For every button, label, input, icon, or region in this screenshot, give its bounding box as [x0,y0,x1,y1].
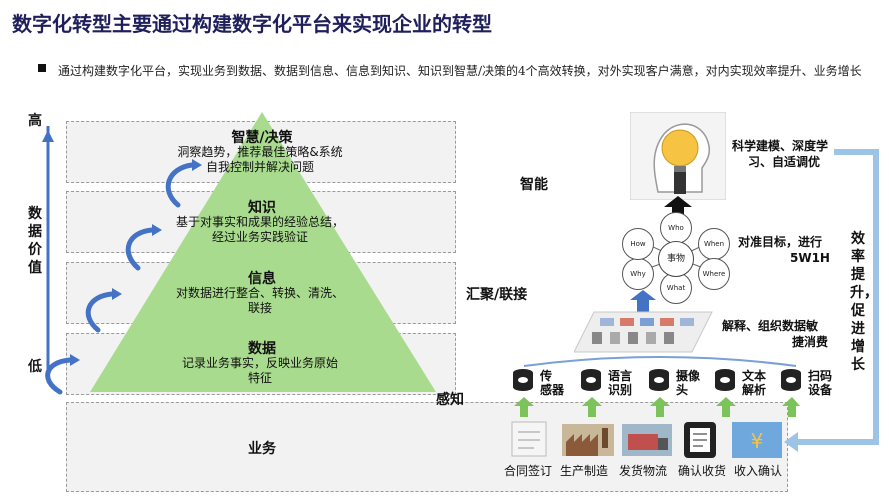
curve-arrowhead-1 [70,354,80,366]
source-camera-label-1: 摄像 [676,369,701,383]
factory-icon [562,424,614,456]
axis-arrowhead [42,130,54,142]
information-title: 信息 [248,271,276,287]
stage-sense-label: 感知 [436,392,464,408]
bullet-text: 通过构建数字化平台，实现业务到数据、数据到信息、信息到知识、知识到智慧/决策的4… [58,64,862,78]
database-icon [649,369,669,391]
axis-high-label: 高 [28,113,42,129]
green-arrow-5 [782,397,800,417]
logistics-icon [622,424,672,456]
source-scanner-label-1: 扫码 [808,369,833,383]
question-where: Where [698,258,730,290]
green-arrow-3 [650,397,670,417]
source-sensor-label-2: 感器 [540,383,565,397]
center-thing: 事物 [658,241,694,277]
data-title: 数据 [248,341,276,357]
database-icon [715,369,735,391]
source-speech-label-1: 语言 [608,369,633,383]
question-who: Who [660,212,692,244]
stage-aggregate-label: 汇聚/联接 [466,287,528,303]
explain-text-1: 解释、组织数据敏 [722,319,819,333]
source-speech [580,368,602,396]
model-text-2: 习、自适调优 [748,155,821,169]
lightbulb-icon [661,129,699,167]
feedback-arrow [784,149,879,452]
business-receipt-label: 确认收货 [677,464,726,478]
green-arrow-1 [514,397,534,417]
curve-arrow-3 [125,227,155,271]
source-text [714,368,736,396]
question-when: When [698,228,730,260]
source-camera-label-2: 头 [676,383,689,397]
source-to-platform-arrows [523,356,797,367]
target-text-2: 5W1H [790,251,830,265]
axis-value-label: 数据价值 [28,206,42,276]
income-icon: ¥ [732,422,782,458]
stage-smart-label: 智能 [520,177,548,193]
axis-low-label: 低 [28,359,42,375]
knowledge-desc-1: 基于对事实和成果的经验总结， [175,215,344,229]
source-sensor [512,368,534,396]
person-icon [674,172,686,194]
data-platform-illustration [574,311,713,353]
bullet-marker [38,64,46,72]
business-logistics-label: 发货物流 [618,464,667,478]
curved-arrows [45,162,195,395]
arrow-up-blue [630,290,656,312]
knowledge-title: 知识 [248,200,276,216]
source-scanner [780,368,802,396]
receipt-icon [684,422,716,458]
explain-text-2: 捷消费 [792,335,829,349]
source-camera [648,368,670,396]
model-text-1: 科学建模、深度学 [732,139,829,153]
source-speech-label-2: 识别 [608,383,633,397]
business-illustrations: ¥ [511,421,782,458]
arrow-up-black [664,196,692,218]
head-lightbulb-illustration [630,112,726,200]
database-icon [581,369,601,391]
wisdom-desc-2: 自我控制并解决问题 [205,160,314,174]
source-text-label-1: 文本 [742,369,767,383]
source-scanner-label-2: 设备 [808,383,833,397]
source-sensor-label-1: 传 [540,369,553,383]
data-desc-2: 特征 [247,371,272,385]
curve-arrow-1 [45,357,73,395]
svg-text:¥: ¥ [751,429,764,453]
business-income-label: 收入确认 [733,464,782,478]
green-arrow-2 [582,397,602,417]
business-to-source-arrows [514,397,800,417]
question-what: What [660,272,692,304]
curve-arrow-2 [85,291,115,333]
wisdom-title: 智慧/决策 [231,130,293,146]
green-arrow-4 [716,397,736,417]
business-contract-label: 合同签订 [503,464,552,478]
database-icon [513,369,533,391]
question-how: How [622,228,654,260]
pyramid-shape [90,112,436,392]
page-title: 数字化转型主要通过构建数字化平台来实现企业的转型 [12,12,492,36]
target-text-1: 对准目标，进行 [738,235,823,249]
business-title: 业务 [248,441,276,457]
curve-arrowhead-4 [192,159,202,171]
question-why: Why [622,258,654,290]
curve-arrowhead-2 [112,288,122,300]
database-icon [781,369,801,391]
data-desc-1: 记录业务事实，反映业务原始 [181,356,338,370]
information-desc-2: 联接 [247,301,272,315]
source-text-label-2: 解析 [742,383,767,397]
curve-arrow-4 [165,162,195,208]
knowledge-desc-2: 经过业务实践验证 [211,230,308,244]
contract-icon [511,421,547,457]
information-desc-1: 对数据进行整合、转换、清洗、 [175,286,344,300]
wisdom-desc-1: 洞察趋势，推荐最佳策略&系统 [177,145,343,159]
business-production-label: 生产制造 [559,464,608,478]
curve-arrowhead-3 [152,224,162,236]
